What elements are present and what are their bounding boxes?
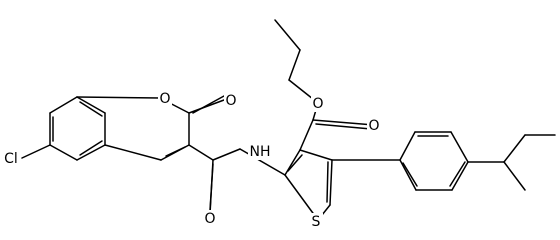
bond-line — [209, 163, 214, 211]
coumarin-ring-oxygen-label: O — [159, 91, 170, 107]
bond-line — [402, 162, 418, 187]
bond-line — [299, 149, 333, 161]
amide-nitrogen-atom: NH — [248, 143, 272, 160]
bond-line — [239, 148, 286, 176]
coumarin-carbonyl-oxygen-label: O — [225, 93, 236, 109]
bond-line — [192, 95, 225, 114]
bond-line — [21, 144, 51, 159]
bond-line — [503, 161, 526, 191]
bond-line — [503, 134, 526, 163]
bond-line — [188, 144, 214, 161]
ester-alkoxy-oxygen-label: O — [312, 96, 323, 112]
bond-line — [79, 101, 103, 117]
bond-line — [299, 119, 314, 151]
bond-line — [79, 140, 103, 156]
bond-line — [284, 174, 319, 221]
bond-lines — [21, 19, 556, 221]
coumarin-ring-oxygen-atom: O — [158, 90, 172, 107]
chlorine-label: Cl — [4, 151, 18, 167]
bond-line — [212, 148, 241, 161]
bond-line — [326, 161, 329, 203]
bond-line — [287, 154, 303, 172]
amide-oxygen-label: O — [204, 211, 215, 227]
bond-line — [165, 146, 186, 157]
bond-line — [76, 96, 161, 99]
bond-line — [49, 96, 78, 114]
chlorine-atom: Cl — [1, 150, 21, 167]
bond-line — [284, 149, 301, 176]
bond-line — [329, 159, 333, 206]
amide-nitrogen-label: NH — [250, 144, 271, 160]
bond-line — [312, 119, 375, 126]
ester-carbonyl-oxygen-label: O — [368, 118, 379, 134]
bond-line — [76, 96, 106, 114]
bond-line — [399, 159, 417, 191]
bond-line — [288, 49, 301, 81]
ester-carbonyl-oxygen-atom: O — [367, 117, 381, 134]
bond-line — [451, 161, 469, 191]
bond-line — [449, 161, 466, 187]
bond-line — [104, 144, 162, 161]
thiophene-sulfur-atom: S — [309, 213, 323, 230]
thiophene-sulfur-label: S — [312, 214, 321, 230]
bond-line — [188, 99, 225, 114]
bond-line — [450, 131, 469, 163]
bond-line — [76, 144, 106, 161]
bond-line — [315, 123, 372, 130]
amide-oxygen-atom: O — [203, 210, 217, 227]
ester-alkoxy-oxygen-atom: O — [311, 95, 325, 112]
bond-line — [49, 144, 78, 161]
coumarin-carbonyl-oxygen-atom: O — [224, 92, 238, 109]
bond-line — [399, 131, 416, 161]
bond-line — [274, 19, 301, 51]
atom-labels: Cl O O NH O O O S — [1, 90, 381, 230]
